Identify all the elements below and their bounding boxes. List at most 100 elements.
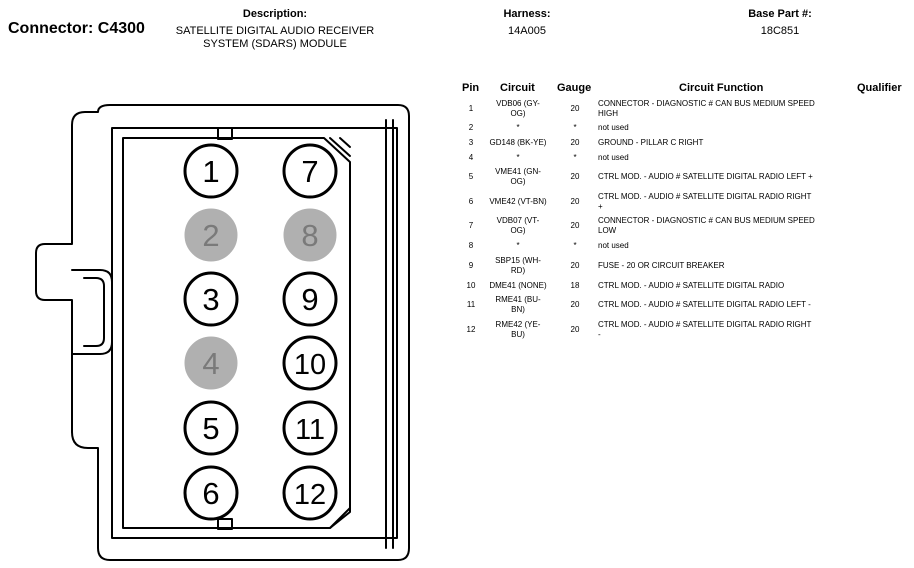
pin-7-circle (282, 143, 338, 199)
top-key (217, 127, 233, 140)
pin-12-circle (282, 465, 338, 521)
row-circuit-line: GD148 (BK-YE) (489, 138, 547, 147)
description-value: SATELLITE DIGITAL AUDIO RECEIVER SYSTEM … (150, 25, 400, 51)
pin-10-circle (282, 335, 338, 391)
row-function: CTRL MOD. - AUDIO # SATELLITE DIGITAL RA… (598, 320, 858, 340)
row-function-line: GROUND - PILLAR C RIGHT (598, 138, 704, 147)
row-function-line: + (598, 202, 603, 211)
row-pin: 4 (468, 153, 474, 162)
row-circuit: VME41 (GN-OG) (483, 167, 553, 187)
pin-2-label: 2 (202, 218, 219, 253)
row-circuit: VDB06 (GY-OG) (483, 99, 553, 119)
base-part-label: Base Part #: (748, 8, 812, 20)
corner-chamfer (329, 137, 351, 157)
row-circuit-line: RD) (510, 266, 526, 275)
row-function-line: CTRL MOD. - AUDIO # SATELLITE DIGITAL RA… (598, 192, 812, 201)
row-function: GROUND - PILLAR C RIGHT (598, 138, 858, 148)
row-function: not used (598, 123, 858, 133)
col-header-qualifier: Qualifier (857, 82, 902, 94)
row-pin: 7 (468, 221, 474, 230)
row-function: CONNECTOR - DIAGNOSTIC # CAN BUS MEDIUM … (598, 216, 858, 236)
pin-3-circle (183, 271, 239, 327)
row-function-line: CTRL MOD. - AUDIO # SATELLITE DIGITAL RA… (598, 172, 813, 181)
row-function-line: CTRL MOD. - AUDIO # SATELLITE DIGITAL RA… (598, 300, 811, 309)
row-circuit: * (483, 241, 553, 251)
connector-inner-wall (111, 127, 398, 539)
col-header-function: Circuit Function (679, 82, 764, 94)
pin-10-label: 10 (294, 349, 326, 381)
connector-title: Connector: C4300 (8, 20, 145, 37)
pin-11-circle (282, 400, 338, 456)
left-latch-inner (83, 277, 105, 347)
row-function: CTRL MOD. - AUDIO # SATELLITE DIGITAL RA… (598, 300, 858, 310)
description-line: SYSTEM (SDARS) MODULE (203, 38, 347, 50)
row-gauge: 20 (570, 138, 580, 147)
harness-value: 14A005 (508, 25, 546, 37)
connector-pin-cavity (122, 137, 351, 529)
left-latch (71, 269, 113, 355)
row-circuit: * (483, 153, 553, 163)
row-function: CTRL MOD. - AUDIO # SATELLITE DIGITAL RA… (598, 172, 858, 182)
pin-5-label: 5 (202, 411, 219, 446)
row-circuit-line: VDB07 (VT- (496, 216, 540, 225)
row-function: CONNECTOR - DIAGNOSTIC # CAN BUS MEDIUM … (598, 99, 858, 119)
row-gauge: 18 (570, 281, 580, 290)
row-circuit: GD148 (BK-YE) (483, 138, 553, 148)
pin-8-circle (283, 208, 337, 262)
row-circuit-line: BU) (511, 330, 525, 339)
row-circuit-line: * (516, 123, 520, 132)
row-function: CTRL MOD. - AUDIO # SATELLITE DIGITAL RA… (598, 192, 858, 212)
row-function-line: - (598, 330, 601, 339)
row-pin: 8 (468, 241, 474, 250)
row-circuit-line: OG) (510, 109, 526, 118)
pin-1-circle (183, 143, 239, 199)
row-circuit-line: VME41 (GN- (495, 167, 541, 176)
row-pin: 11 (466, 300, 476, 309)
row-function-line: HIGH (598, 109, 618, 118)
row-function-line: not used (598, 123, 629, 132)
row-gauge: 20 (570, 221, 580, 230)
row-circuit-line: DME41 (NONE) (489, 281, 547, 290)
row-circuit: SBP15 (WH-RD) (483, 256, 553, 276)
connector-outer-housing (35, 104, 410, 561)
row-circuit-line: * (516, 153, 520, 162)
col-header-gauge: Gauge (557, 82, 592, 94)
row-circuit: VDB07 (VT-OG) (483, 216, 553, 236)
row-function-line: not used (598, 241, 629, 250)
row-circuit: * (483, 123, 553, 133)
pin-8-label: 8 (301, 218, 318, 253)
pin-3-label: 3 (202, 282, 219, 317)
pin-1-label: 1 (202, 154, 219, 189)
row-gauge: 20 (570, 104, 580, 113)
row-circuit-line: VDB06 (GY- (496, 99, 540, 108)
col-header-circuit: Circuit (500, 82, 535, 94)
row-pin: 3 (468, 138, 474, 147)
pin-4-circle (184, 336, 238, 390)
row-function: FUSE - 20 OR CIRCUIT BREAKER (598, 261, 858, 271)
pin-6-circle (183, 465, 239, 521)
row-circuit: RME41 (BU-BN) (483, 295, 553, 315)
row-function-line: FUSE - 20 OR CIRCUIT BREAKER (598, 261, 725, 270)
row-gauge: * (573, 153, 577, 162)
row-circuit: DME41 (NONE) (483, 281, 553, 291)
pin-11-label: 11 (295, 414, 325, 446)
row-gauge: 20 (570, 197, 580, 206)
row-function: not used (598, 153, 858, 163)
row-pin: 9 (468, 261, 474, 270)
row-gauge: 20 (570, 325, 580, 334)
row-function-line: CTRL MOD. - AUDIO # SATELLITE DIGITAL RA… (598, 320, 812, 329)
row-pin: 1 (468, 104, 474, 113)
row-circuit-line: SBP15 (WH- (495, 256, 541, 265)
row-pin: 6 (468, 197, 474, 206)
row-gauge: * (573, 241, 577, 250)
row-circuit-line: RME41 (BU- (495, 295, 541, 304)
pin-9-label: 9 (301, 282, 318, 317)
row-circuit-line: RME42 (YE- (495, 320, 541, 329)
row-circuit-line: * (516, 241, 520, 250)
row-gauge: 20 (570, 261, 580, 270)
description-line: SATELLITE DIGITAL AUDIO RECEIVER (175, 25, 375, 37)
row-function-line: CONNECTOR - DIAGNOSTIC # CAN BUS MEDIUM … (598, 99, 815, 108)
row-function-line: CTRL MOD. - AUDIO # SATELLITE DIGITAL RA… (598, 281, 785, 290)
row-pin: 10 (466, 281, 476, 290)
